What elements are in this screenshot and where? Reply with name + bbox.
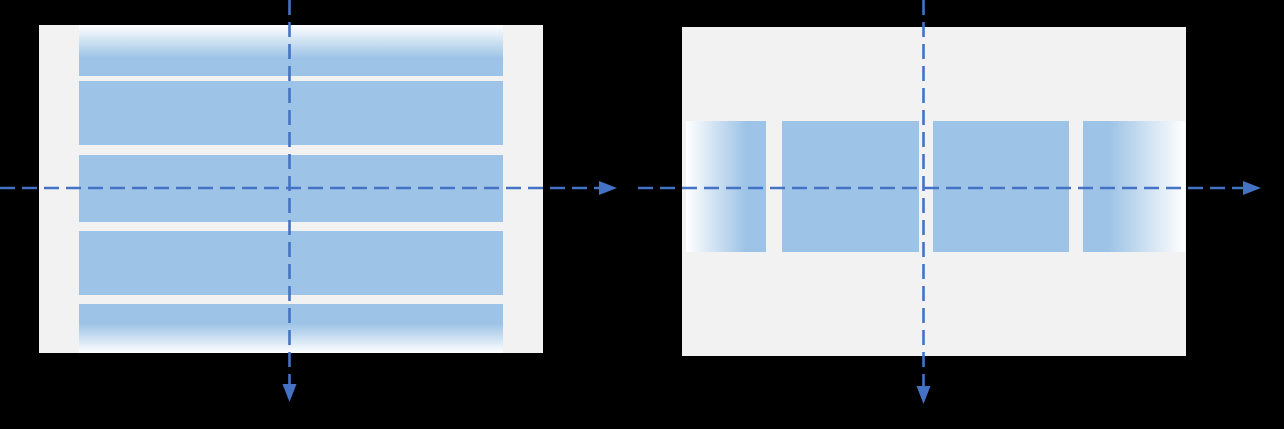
arrowhead-right-icon (599, 181, 617, 195)
grating-panel-horizontal-stripes (39, 25, 543, 353)
vertical-stripe (933, 121, 1069, 252)
horizontal-stripe (79, 81, 503, 145)
vertical-stripe (1083, 121, 1185, 252)
grating-panel-vertical-stripes (682, 27, 1186, 356)
arrowhead-right-icon (1243, 181, 1261, 195)
vertical-stripe (686, 121, 766, 252)
horizontal-stripe (79, 25, 503, 76)
horizontal-stripe (79, 304, 503, 353)
horizontal-stripe (79, 231, 503, 295)
horizontal-stripe (79, 155, 503, 222)
vertical-stripe (782, 121, 919, 252)
arrowhead-down-icon (282, 384, 297, 402)
arrowhead-down-icon (916, 386, 931, 404)
